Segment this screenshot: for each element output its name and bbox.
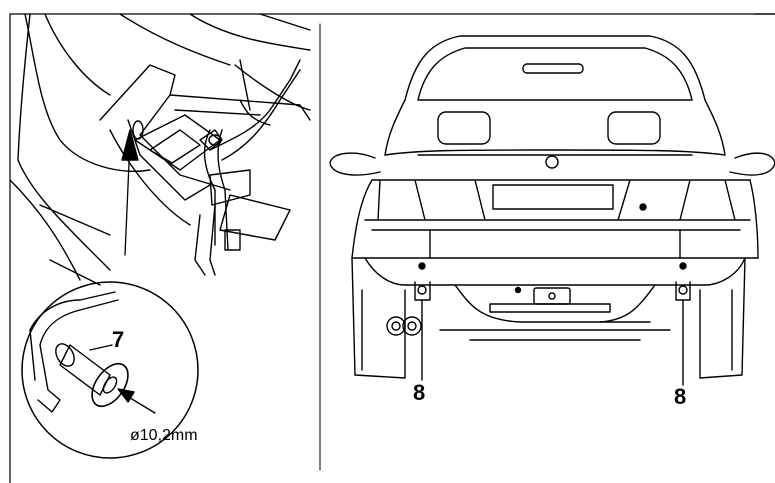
car-rear-illustration [329,35,775,386]
dimension-label: ø10,2mm [130,427,198,444]
callout-number-8-left: 8 [413,380,425,405]
detail-magnifier [21,281,199,459]
callout-number-7: 7 [112,327,124,352]
callout-number-8-right: 8 [674,384,686,409]
figure-frame [9,13,775,483]
trunk-interior-illustration [9,13,311,286]
